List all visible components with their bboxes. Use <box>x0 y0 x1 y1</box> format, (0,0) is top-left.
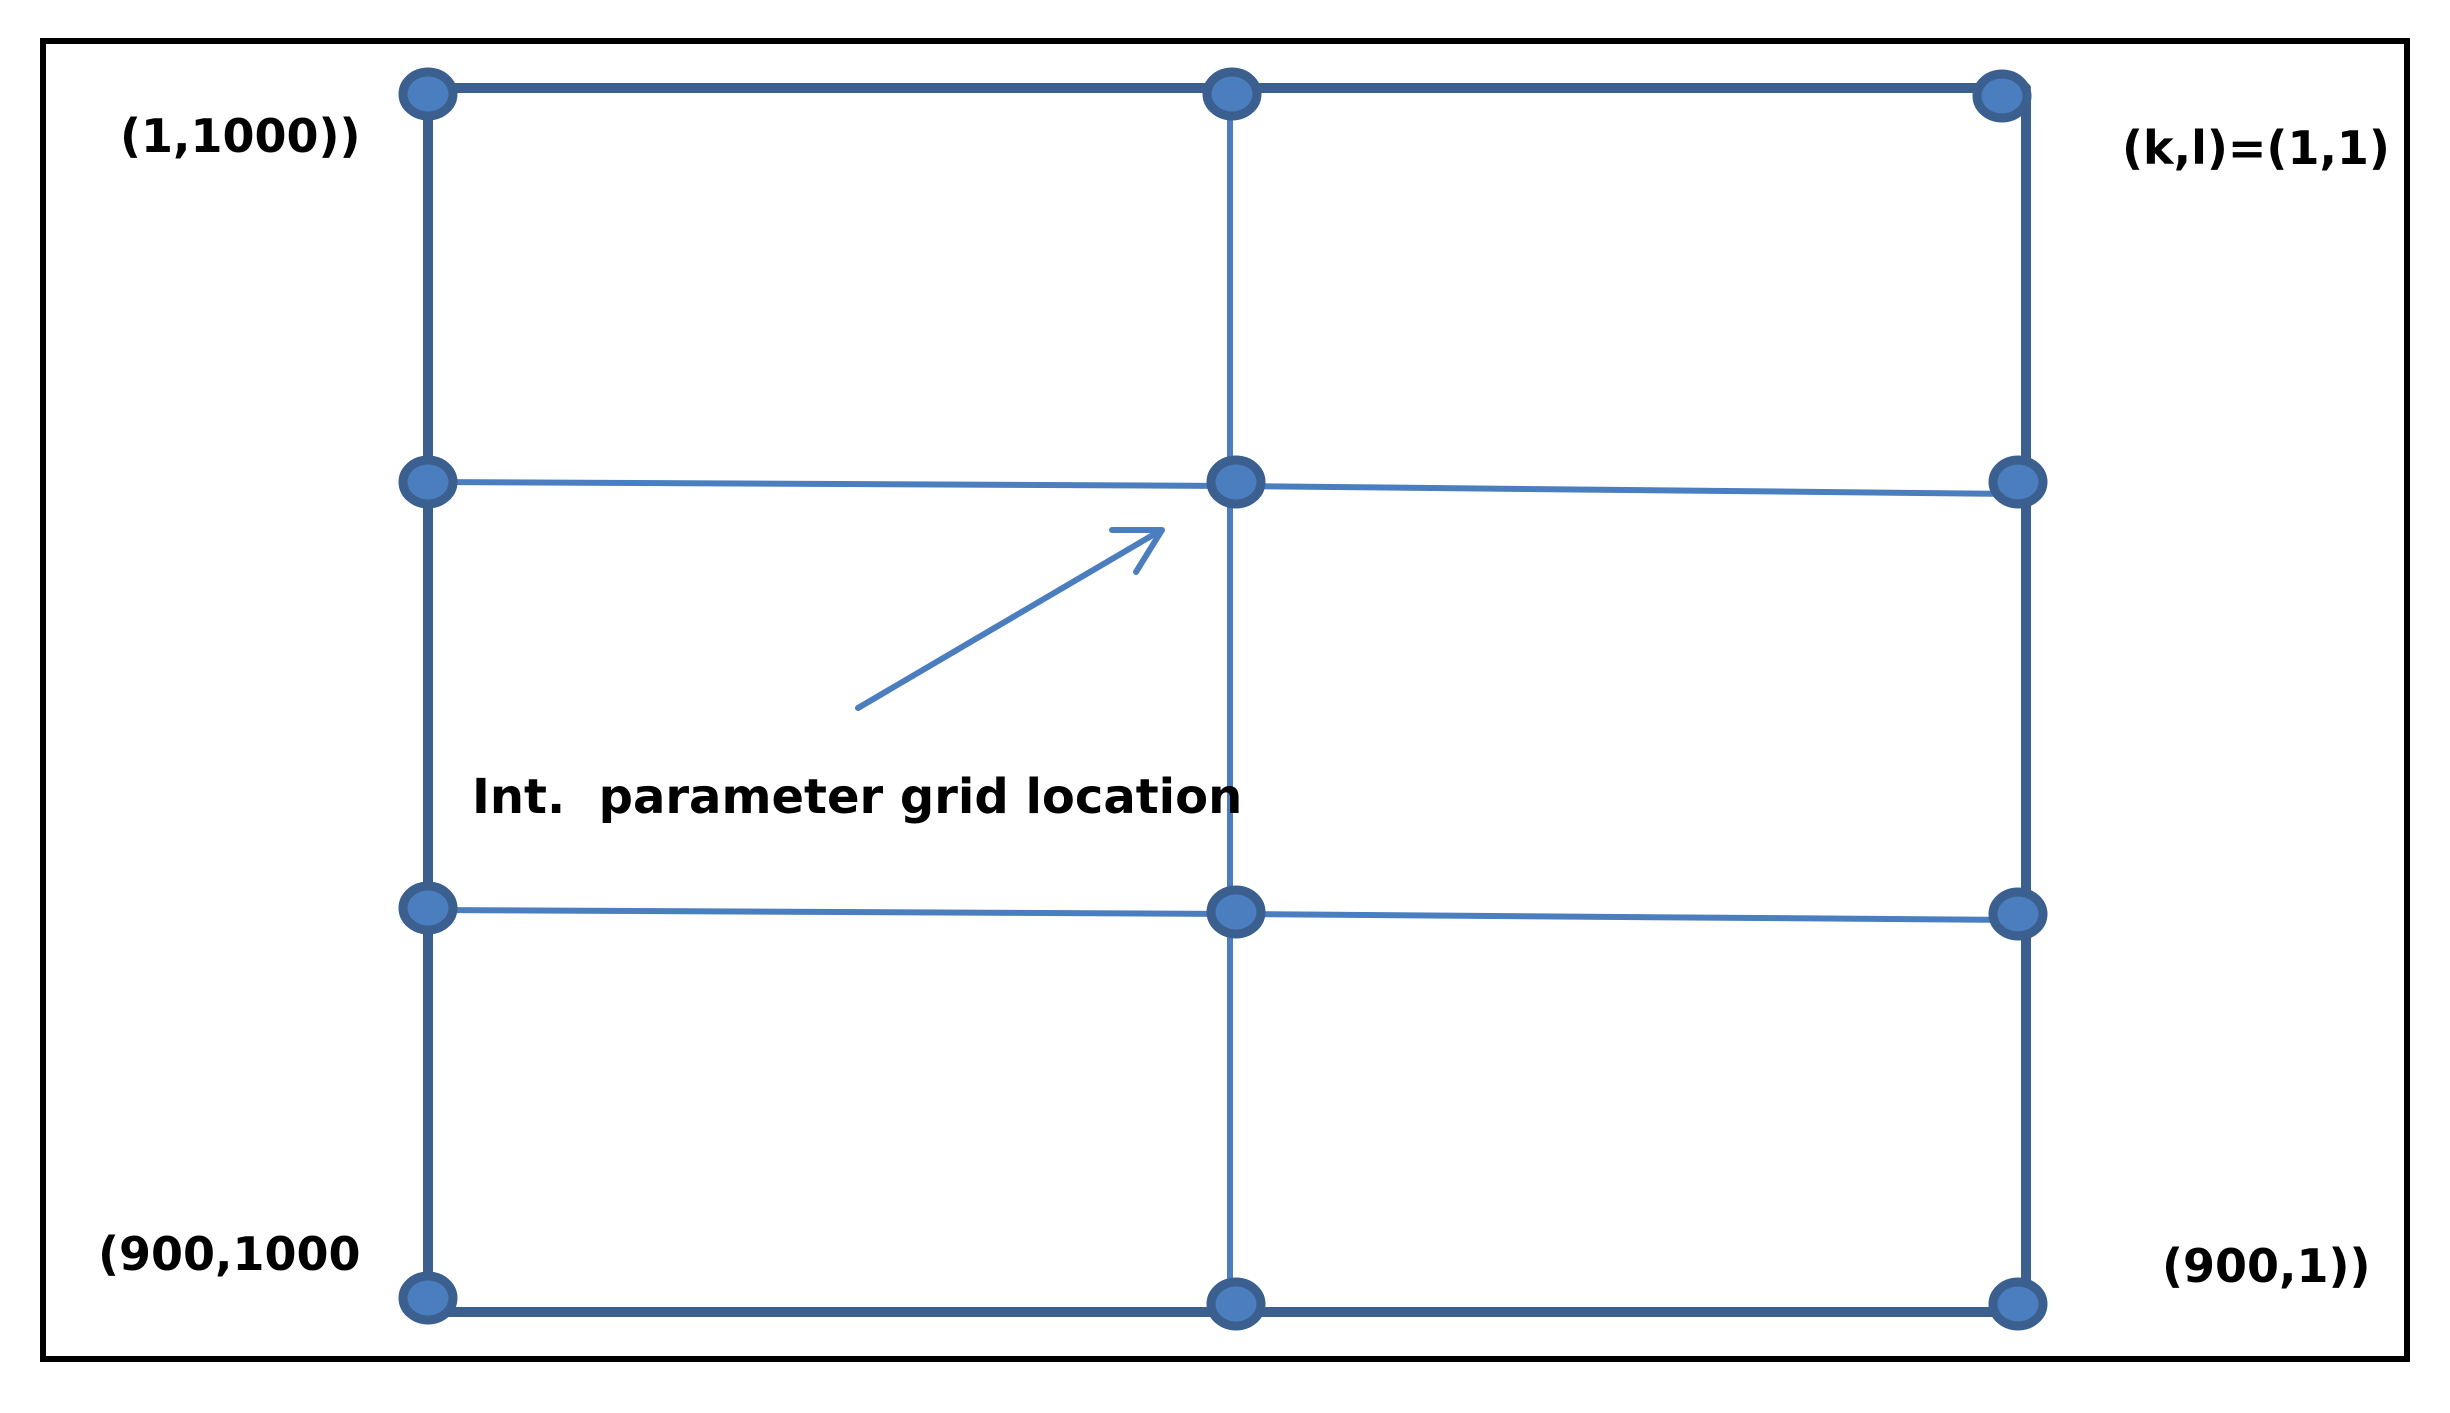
grid-node <box>1206 1277 1266 1331</box>
grid-line-lower-horizontal-right <box>1231 911 2021 923</box>
grid-node <box>1988 455 2048 509</box>
grid-node <box>1202 67 1262 121</box>
grid-node <box>1972 69 2032 123</box>
grid-line-lower-horizontal-left <box>425 907 1237 917</box>
grid-line-upper-horizontal-right <box>1231 483 2021 497</box>
grid-node <box>1206 455 1266 509</box>
grid-node <box>1988 1277 2048 1331</box>
grid-node <box>1988 887 2048 941</box>
grid-node <box>398 881 458 935</box>
arrow-shaft <box>855 529 1161 711</box>
grid-node <box>398 455 458 509</box>
label-top-left: (1,1000)) <box>120 109 361 163</box>
annotation-label: Int. parameter grid location <box>472 769 1242 825</box>
arrow-head <box>1109 527 1165 575</box>
grid-node <box>398 1271 458 1325</box>
grid-nodes <box>398 67 2048 1331</box>
grid-node <box>1206 885 1266 939</box>
label-top-right: (k,l)=(1,1) <box>2122 121 2390 175</box>
grid-node <box>398 67 458 121</box>
label-bottom-right: (900,1)) <box>2162 1239 2371 1293</box>
label-bottom-left: (900,1000 <box>98 1227 361 1281</box>
annotation-arrow <box>855 527 1165 711</box>
grid-line-upper-horizontal-left <box>425 479 1237 489</box>
inner-grid-lines <box>425 89 2021 1309</box>
diagram-frame <box>40 38 2410 1362</box>
